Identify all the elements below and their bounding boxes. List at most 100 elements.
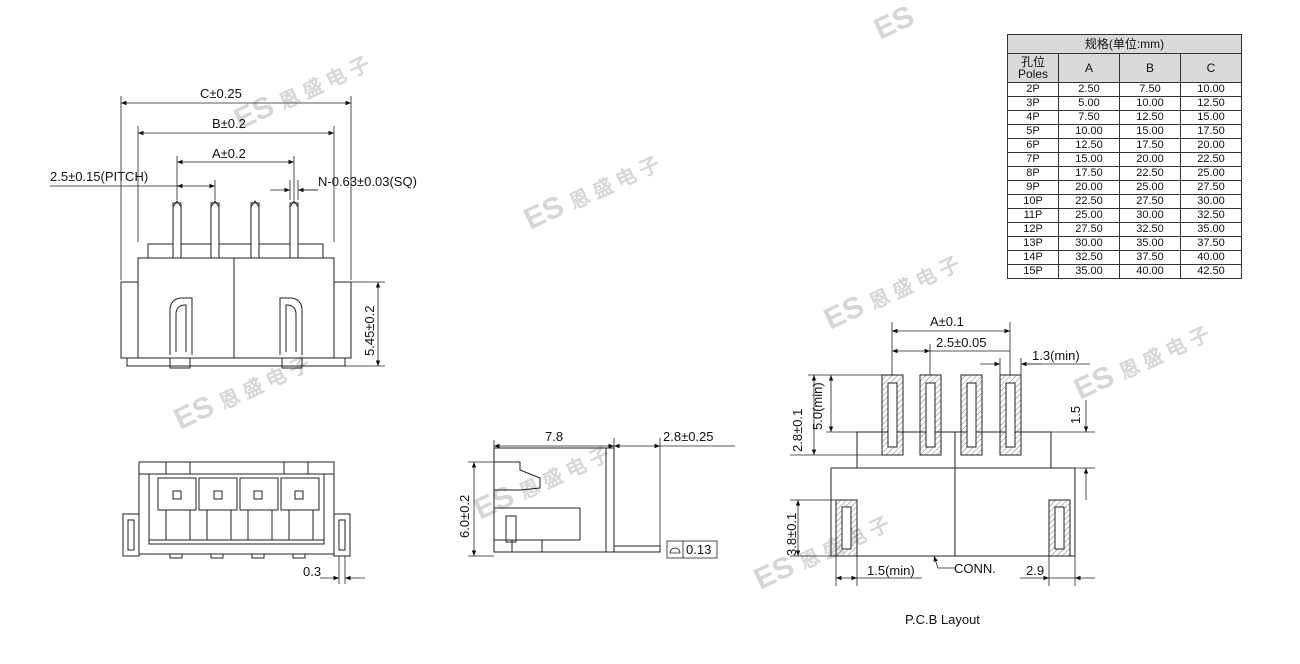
- side-dimensions: [468, 438, 735, 559]
- dim-a-label: A±0.2: [212, 146, 246, 161]
- spec-table-header-row: 孔位 Poles A B C: [1007, 53, 1242, 83]
- table-cell: 35.00: [1058, 264, 1120, 279]
- watermark: ES 恩 盛 电 子: [1069, 322, 1213, 407]
- table-cell: 37.50: [1119, 250, 1181, 265]
- svg-text:恩 盛 电 子: 恩 盛 电 子: [275, 52, 373, 115]
- dim-c-label: C±0.25: [200, 86, 242, 101]
- svg-text:恩 盛 电 子: 恩 盛 电 子: [515, 442, 613, 505]
- table-cell: 5.00: [1058, 96, 1120, 111]
- pcb-dim-13-label: 1.3(min): [1032, 348, 1080, 363]
- table-cell: 25.00: [1180, 166, 1242, 181]
- table-cell: 11P: [1007, 208, 1059, 223]
- table-cell: 35.00: [1119, 236, 1181, 251]
- table-cell: 12.50: [1058, 138, 1120, 153]
- svg-text:恩 盛 电 子: 恩 盛 电 子: [215, 352, 313, 415]
- table-cell: 20.00: [1180, 138, 1242, 153]
- table-cell: 7P: [1007, 152, 1059, 167]
- table-cell: 22.50: [1119, 166, 1181, 181]
- header-c: C: [1180, 53, 1242, 83]
- pcb-dim-38-label: 3.8±0.1: [784, 513, 799, 556]
- table-cell: 12P: [1007, 222, 1059, 237]
- table-cell: 14P: [1007, 250, 1059, 265]
- watermark: ES 恩 盛 电 子: [519, 152, 663, 237]
- table-cell: 3P: [1007, 96, 1059, 111]
- table-cell: 20.00: [1119, 152, 1181, 167]
- pcb-dim-a-label: A±0.1: [930, 314, 964, 329]
- dim-b-label: B±0.2: [212, 116, 246, 131]
- table-cell: 25.00: [1119, 180, 1181, 195]
- table-cell: 12.50: [1119, 110, 1181, 125]
- watermark: ES: [869, 0, 919, 46]
- spec-table-title: 规格(单位:mm): [1007, 34, 1242, 54]
- pcb-dim-28-label: 2.8±0.1: [790, 409, 805, 452]
- table-cell: 27.50: [1119, 194, 1181, 209]
- front-dimensions: [50, 96, 385, 367]
- table-cell: 10.00: [1119, 96, 1181, 111]
- table-cell: 15.00: [1119, 124, 1181, 139]
- table-cell: 40.00: [1119, 264, 1181, 279]
- pins: [172, 200, 299, 259]
- dim-height-label: 5.45±0.2: [362, 305, 377, 356]
- flatness-label: 0.13: [686, 542, 711, 557]
- table-cell: 27.50: [1180, 180, 1242, 195]
- bottom-view: [122, 461, 351, 559]
- table-cell: 15.00: [1180, 110, 1242, 125]
- table-cell: 22.50: [1180, 152, 1242, 167]
- bottom-dimensions: [320, 556, 365, 584]
- dim-pitch-label: 2.5±0.15(PITCH): [50, 169, 148, 184]
- table-cell: 13P: [1007, 236, 1059, 251]
- table-cell: 40.00: [1180, 250, 1242, 265]
- table-cell: 2P: [1007, 82, 1059, 97]
- dim-60-label: 6.0±0.2: [457, 495, 472, 538]
- table-cell: 7.50: [1119, 82, 1181, 97]
- pcb-dim-pitch-label: 2.5±0.05: [936, 335, 987, 350]
- table-cell: 10.00: [1180, 82, 1242, 97]
- watermark: ES 恩 盛 电 子: [229, 52, 373, 137]
- table-cell: 12.50: [1180, 96, 1242, 111]
- table-cell: 20.00: [1058, 180, 1120, 195]
- table-cell: 17.50: [1119, 138, 1181, 153]
- dim-78-label: 7.8: [545, 429, 563, 444]
- pcb-dim-50-label: 5.0(min): [810, 382, 825, 430]
- header-poles-cn: 孔位: [1020, 55, 1045, 69]
- table-cell: 25.00: [1058, 208, 1120, 223]
- table-cell: 32.50: [1058, 250, 1120, 265]
- table-cell: 10P: [1007, 194, 1059, 209]
- svg-text:恩 盛 电 子: 恩 盛 电 子: [1115, 322, 1213, 385]
- table-cell: 35.00: [1180, 222, 1242, 237]
- table-cell: 32.50: [1119, 222, 1181, 237]
- table-cell: 30.00: [1119, 208, 1181, 223]
- header-poles-en: Poles: [1017, 67, 1049, 81]
- table-cell: 22.50: [1058, 194, 1120, 209]
- svg-text:ES: ES: [519, 190, 569, 237]
- front-view: [120, 200, 352, 369]
- watermark: ES 恩 盛 电 子: [469, 442, 613, 527]
- table-cell: 17.50: [1058, 166, 1120, 181]
- table-cell: 15P: [1007, 264, 1059, 279]
- watermark: ES 恩 盛 电 子: [749, 512, 893, 597]
- table-cell: 8P: [1007, 166, 1059, 181]
- table-cell: 2.50: [1058, 82, 1120, 97]
- svg-text:ES: ES: [169, 390, 219, 437]
- table-cell: 32.50: [1180, 208, 1242, 223]
- svg-text:ES: ES: [1069, 360, 1119, 407]
- svg-text:恩 盛 电 子: 恩 盛 电 子: [865, 252, 963, 315]
- table-cell: 42.50: [1180, 264, 1242, 279]
- pcb-pads: [835, 374, 1071, 557]
- header-poles: 孔位 Poles: [1007, 53, 1059, 83]
- table-cell: 7.50: [1058, 110, 1120, 125]
- svg-text:ES: ES: [869, 0, 919, 46]
